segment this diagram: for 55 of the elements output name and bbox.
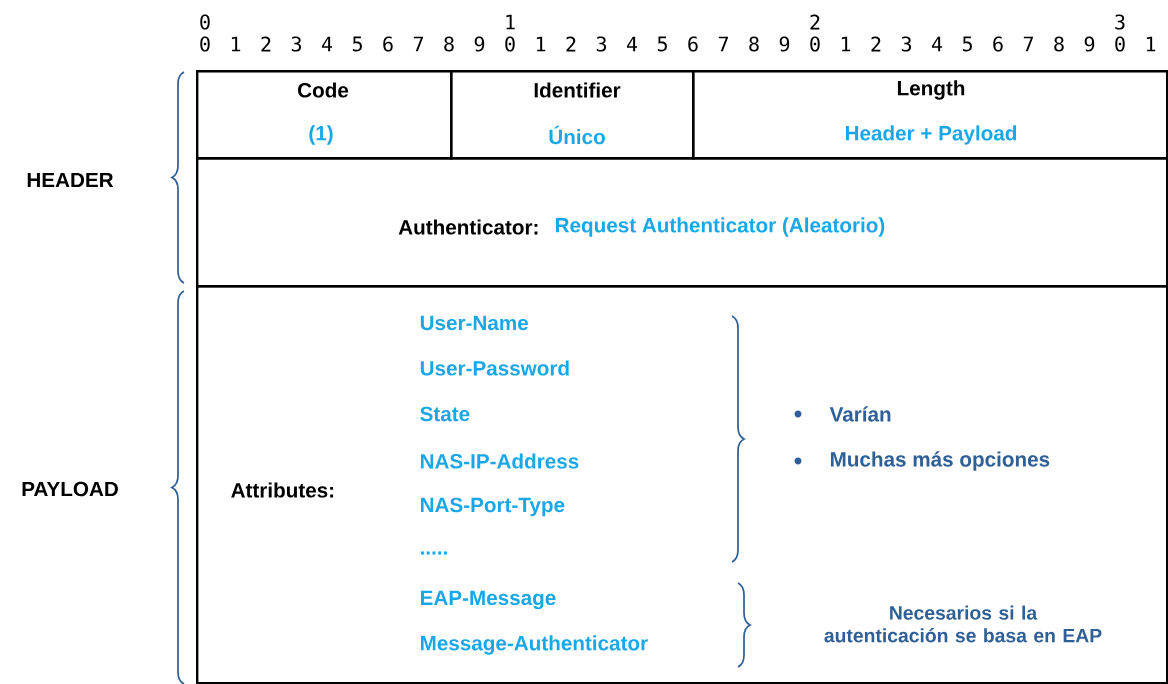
section-label: PAYLOAD (22, 481, 118, 497)
bit-ruler-number: 0 (505, 36, 515, 52)
field-cell: Identifier Único (450, 70, 695, 160)
attribute-name: Message-Authenticator (421, 635, 648, 655)
attribute-name: State (420, 406, 470, 422)
attribute-name: User-Name (420, 315, 528, 331)
bit-ruler-number: 1 (841, 36, 851, 52)
bit-ruler-number: 7 (718, 36, 728, 52)
section-label: HEADER (27, 172, 114, 188)
bit-ruler-number: 3 (1115, 14, 1125, 30)
bit-ruler-number: 4 (932, 36, 943, 52)
bit-ruler-number: 2 (871, 36, 881, 52)
field-cell: Length Header + Payload (692, 70, 1168, 160)
bit-ruler-number: 7 (1023, 36, 1033, 52)
field-name: Attributes: (231, 482, 334, 498)
bit-ruler-number: 9 (779, 36, 790, 52)
bit-ruler-number: 5 (352, 36, 362, 52)
bit-ruler-number: 6 (993, 36, 1003, 52)
note: Necesarios si la autenticación se basa en EAP (824, 605, 1102, 643)
bit-ruler-number: 1 (1146, 36, 1156, 52)
bit-ruler-number: 3 (901, 36, 911, 52)
bit-ruler-number: 9 (474, 36, 485, 52)
bit-ruler-number: 3 (291, 36, 301, 52)
bit-ruler-number: 0 (200, 14, 210, 30)
bit-ruler-number: 1 (506, 14, 515, 30)
bullet-item: Muchas más opciones (794, 451, 1050, 471)
bit-ruler-number: 8 (1054, 36, 1064, 52)
bit-ruler-number: 0 (810, 36, 820, 52)
attribute-name: User-Password (420, 360, 569, 376)
bit-ruler-number: 6 (688, 36, 698, 52)
bit-ruler-number: 0 (1115, 36, 1125, 52)
bit-ruler-number: 2 (566, 36, 576, 52)
bit-ruler-number: 8 (444, 36, 454, 52)
bit-ruler-number: 0 (200, 36, 210, 52)
bit-ruler-number: 4 (322, 36, 333, 52)
field-cell: Code (1) (196, 70, 453, 160)
bit-ruler-number: 1 (536, 36, 546, 52)
bit-ruler-number: 5 (657, 36, 667, 52)
bit-ruler-number: 6 (383, 36, 393, 52)
bullet-item: Varían (794, 406, 891, 422)
ellipsis: ..... (421, 551, 447, 555)
bit-ruler-number: 8 (749, 36, 759, 52)
bit-ruler-number: 4 (627, 36, 638, 52)
attribute-name: EAP-Message (421, 590, 556, 610)
bit-ruler-number: 7 (413, 36, 424, 52)
bit-ruler-number: 9 (1084, 36, 1095, 52)
field-cell: Authenticator: Request Authenticator (Aleatorio) (196, 157, 1168, 288)
bit-ruler-number: 2 (261, 36, 271, 52)
attribute-name: NAS-Port-Type (421, 497, 565, 517)
bit-ruler-number: 3 (596, 36, 606, 52)
bit-ruler-number: 2 (810, 14, 820, 30)
bit-ruler-number: 5 (962, 36, 972, 52)
bit-ruler-number: 1 (231, 36, 241, 52)
payload-box (196, 285, 1168, 684)
attribute-name: NAS-IP-Address (421, 453, 579, 469)
